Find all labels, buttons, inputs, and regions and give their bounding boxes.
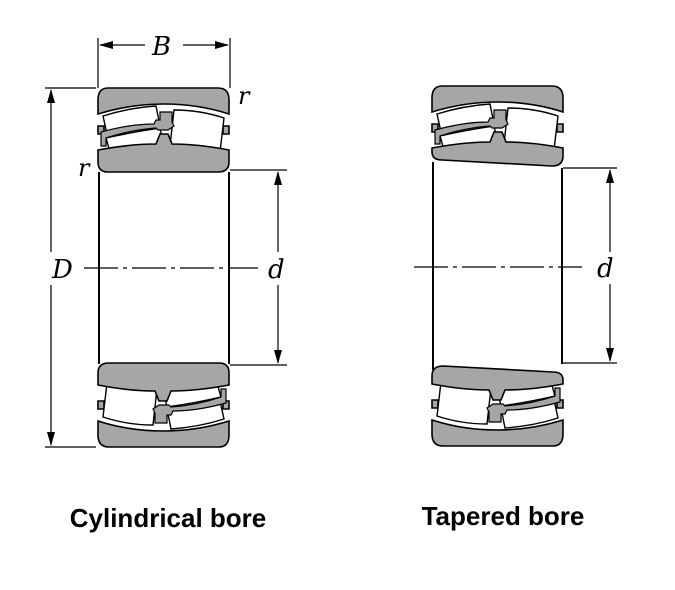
label-bore-diameter: d [597, 254, 614, 284]
tapered-bore-figure: d Tapered bore [414, 85, 617, 531]
label-r-top: r [238, 82, 251, 110]
upper-bearing-section [431, 85, 564, 167]
d-outer-arrow-bottom [47, 432, 55, 446]
cylindrical-bore-figure: B r r D d Cylindrical bore [45, 32, 287, 533]
d-bore-arrow-bottom [606, 348, 614, 362]
b-arrow-right [215, 41, 229, 49]
caption-tapered-bore: Tapered bore [422, 501, 585, 531]
d-outer-arrow-top [47, 89, 55, 103]
label-outer-diameter: D [51, 255, 73, 285]
b-arrow-left [99, 41, 113, 49]
label-b: B [151, 32, 171, 62]
d-bore-arrow-top [606, 169, 614, 183]
upper-bearing-section [97, 87, 230, 173]
label-bore-diameter: d [268, 255, 285, 285]
caption-cylindrical-bore: Cylindrical bore [70, 503, 267, 533]
d-bore-arrow-top [274, 171, 282, 185]
lower-bearing-section [97, 362, 230, 448]
lower-bearing-section [431, 365, 564, 447]
d-bore-arrow-bottom [274, 350, 282, 364]
label-r-left: r [78, 154, 91, 182]
